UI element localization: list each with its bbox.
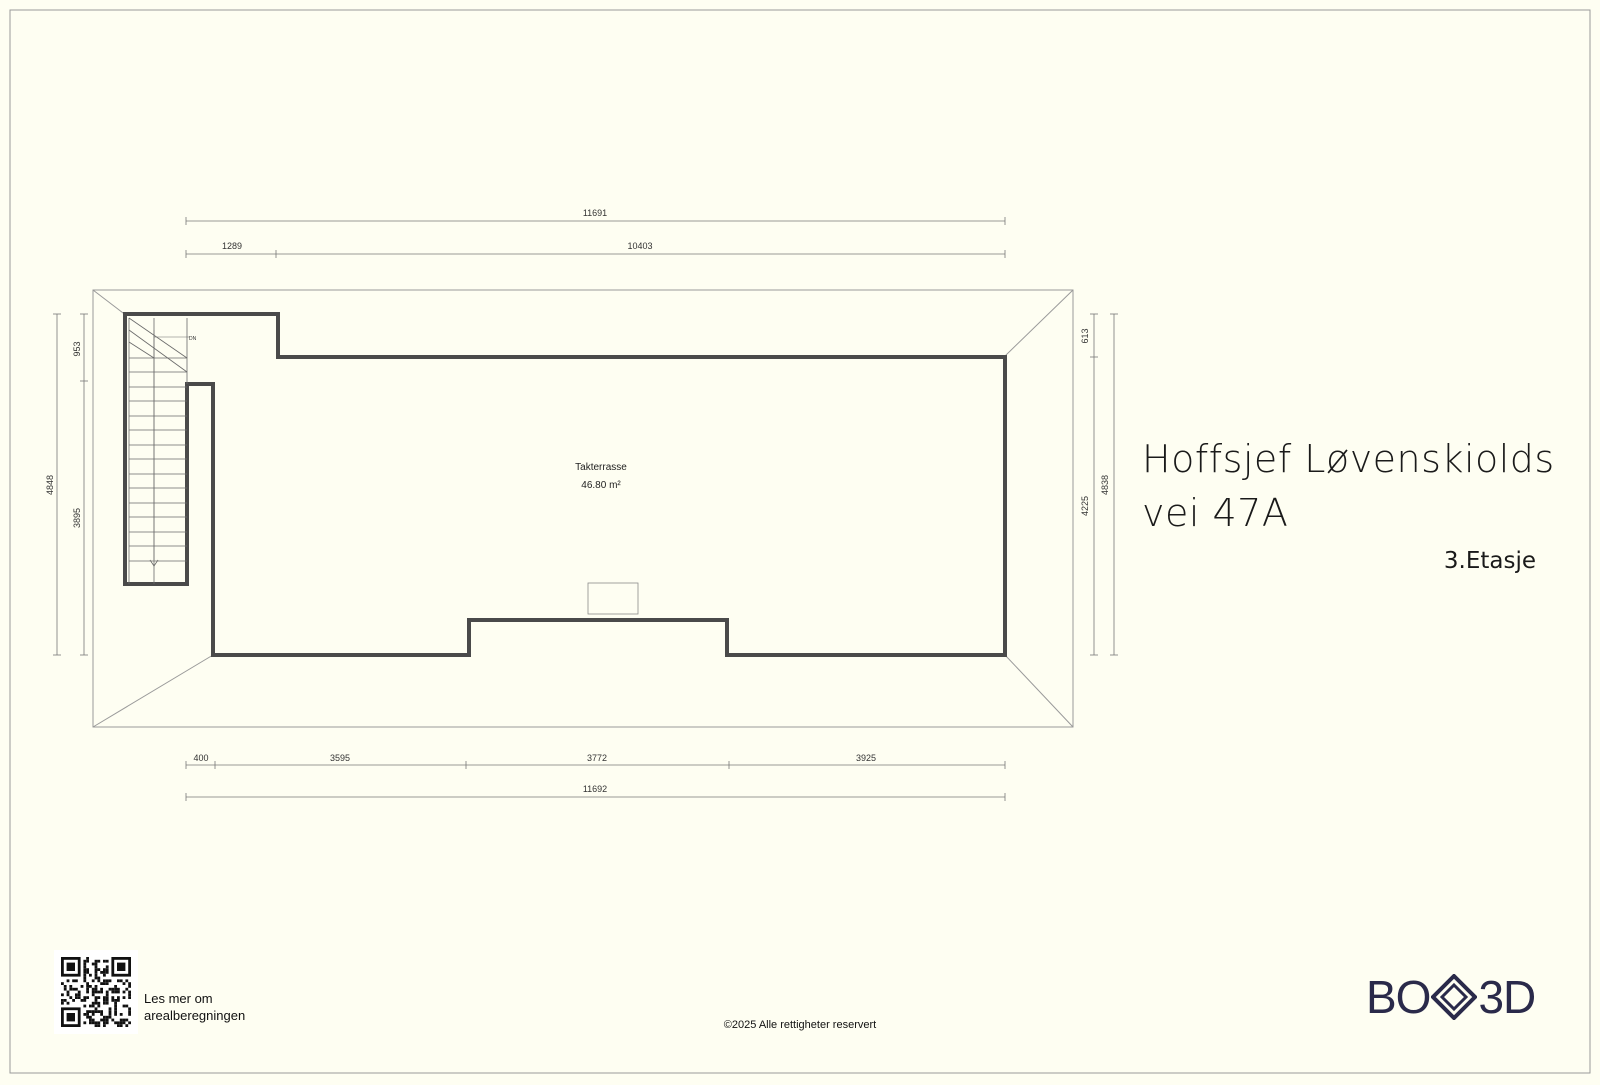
page-frame xyxy=(9,9,1591,1074)
roof-hatch xyxy=(587,582,639,615)
property-title: Hoffsjef Løvenskiolds vei 47A xyxy=(1142,432,1555,540)
dim-right-total: 4838 xyxy=(1100,475,1110,495)
dim-top-right: 10403 xyxy=(627,241,652,251)
roof-outline xyxy=(92,289,1074,728)
room-area: 46.80 m² xyxy=(581,480,621,491)
terrace-wall xyxy=(123,312,1007,657)
logo-text-left: BO xyxy=(1366,971,1431,1023)
dim-top-left: 1289 xyxy=(222,241,242,251)
dimension-lines-bottom xyxy=(185,761,1006,801)
dim-right-upper: 613 xyxy=(1080,328,1090,343)
dimension-lines-right xyxy=(1090,313,1118,656)
logo-text-right: 3D xyxy=(1478,971,1536,1023)
dimension-lines-top xyxy=(185,217,1006,258)
dim-top-total: 11691 xyxy=(583,208,607,218)
dim-bottom-3: 3772 xyxy=(587,753,607,763)
qr-caption-line1: Les mer om xyxy=(144,991,213,1006)
room-name: Takterrasse xyxy=(575,462,627,473)
logo-diamond-icon xyxy=(1431,974,1478,1020)
dim-bottom-total: 11692 xyxy=(583,784,607,794)
staircase xyxy=(128,317,190,584)
dimension-lines-left xyxy=(53,313,88,656)
dim-right-lower: 4225 xyxy=(1080,496,1090,516)
dim-bottom-4: 3925 xyxy=(856,753,876,763)
dim-left-upper: 953 xyxy=(72,341,82,356)
qr-code[interactable] xyxy=(54,950,138,1034)
stair-direction-label: DN xyxy=(189,336,197,342)
property-title-line2: vei 47A xyxy=(1142,491,1289,535)
qr-code-icon xyxy=(61,957,131,1027)
copyright-text: ©2025 Alle rettigheter reservert xyxy=(723,1019,877,1031)
dim-bottom-1: 400 xyxy=(193,753,208,763)
dim-bottom-2: 3595 xyxy=(330,753,350,763)
dim-left-lower: 3895 xyxy=(72,508,82,528)
floor-label: 3.Etasje xyxy=(1443,548,1536,574)
dim-left-total: 4848 xyxy=(45,475,55,495)
qr-caption: Les mer om arealberegningen xyxy=(144,990,245,1024)
qr-caption-line2: arealberegningen xyxy=(144,1008,246,1023)
bo3d-logo: BO 3D xyxy=(1366,971,1536,1023)
property-title-line1: Hoffsjef Løvenskiolds xyxy=(1142,437,1555,481)
